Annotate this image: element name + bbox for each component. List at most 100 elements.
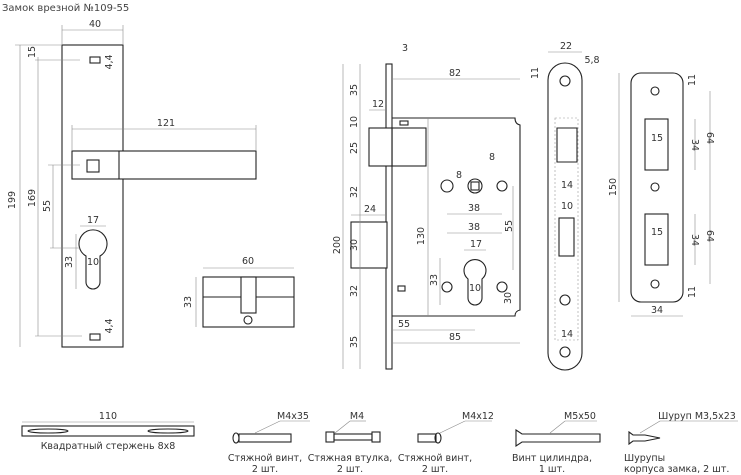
dim-handle-width: 40 xyxy=(89,19,101,30)
latch-bolt xyxy=(368,127,393,167)
dim-screw-top: 4,4 xyxy=(104,54,115,69)
svg-text:1 шт.: 1 шт. xyxy=(539,464,565,475)
screw-m4x12-size: M4х12 xyxy=(462,411,494,422)
dim-38a: 38 xyxy=(468,203,480,214)
dim-10: 10 xyxy=(349,116,360,128)
dim-12: 12 xyxy=(372,99,384,110)
spindle-label: Квадратный стержень 8х8 xyxy=(41,441,176,452)
accessory-sleeve-m4: M4 Стяжная втулка, 2 шт. xyxy=(308,411,393,475)
dim-lever-length: 121 xyxy=(157,118,175,129)
dim-10-face: 10 xyxy=(561,201,573,212)
dim-33: 33 xyxy=(429,274,440,286)
dim-150: 150 xyxy=(608,178,619,196)
dim-cyl-height: 33 xyxy=(64,256,75,268)
dim-11-bottom: 11 xyxy=(687,286,698,298)
screw-m4x35-size: M4х35 xyxy=(277,411,309,422)
dim-130: 130 xyxy=(416,227,427,245)
dim-15a: 15 xyxy=(651,133,663,144)
dim-cylinder-length: 60 xyxy=(242,256,254,267)
latch-opening xyxy=(556,127,578,163)
screw-bottom xyxy=(89,333,101,341)
strike-plate-view: 150 34 11 11 15 15 34 34 64 64 xyxy=(608,72,715,317)
lock-body-view: 200 35 10 25 32 30 32 35 3 82 12 24 130 … xyxy=(332,43,521,370)
bolt-opening xyxy=(558,217,575,257)
dim-slot-10: 10 xyxy=(469,283,481,294)
dim-14a: 14 xyxy=(561,180,573,191)
svg-text:2 шт.: 2 шт. xyxy=(337,464,363,475)
dim-34b: 34 xyxy=(689,234,700,246)
dim-85: 85 xyxy=(449,332,461,343)
dim-55: 55 xyxy=(42,200,53,212)
dim-38b: 38 xyxy=(468,222,480,233)
faceplate-outline xyxy=(547,62,583,371)
drawing-title: Замок врезной №109-55 xyxy=(2,3,129,14)
faceplate-view: 22 5,8 11 14 10 14 xyxy=(530,41,600,371)
dim-top-offset: 15 xyxy=(27,46,38,58)
dim-total-height: 199 xyxy=(7,191,18,209)
dim-32b: 32 xyxy=(349,285,360,297)
lock-case xyxy=(392,117,521,317)
cylinder-hole xyxy=(463,258,487,306)
dim-24: 24 xyxy=(364,204,376,215)
lock-faceplate xyxy=(385,63,393,370)
screw-top xyxy=(89,56,101,64)
cylinder-view: 60 33 xyxy=(183,256,295,328)
accessory-screw-m4x35: M4х35 Стяжной винт, 2 шт. xyxy=(228,411,310,475)
svg-text:2 шт.: 2 шт. xyxy=(422,464,448,475)
dim-screw-spacing: 169 xyxy=(27,189,38,207)
svg-text:Стяжной винт,: Стяжной винт, xyxy=(228,453,302,464)
svg-text:2 шт.: 2 шт. xyxy=(252,464,278,475)
spindle-square xyxy=(86,159,100,173)
dim-82: 82 xyxy=(449,68,461,79)
dim-35-top: 35 xyxy=(349,84,360,96)
dim-11-face: 11 xyxy=(530,67,541,79)
dead-bolt xyxy=(350,221,388,269)
handle-plate xyxy=(61,44,124,348)
cylinder-cutout xyxy=(78,229,108,290)
dim-14b: 14 xyxy=(561,329,573,340)
dim-64b: 64 xyxy=(704,230,715,242)
dim-25: 25 xyxy=(349,142,360,154)
screw-m5x50-size: M5х50 xyxy=(564,411,596,422)
dim-30: 30 xyxy=(349,239,360,251)
accessory-wood-screw: Шуруп М3,5х23 Шурупы корпуса замка, 2 шт… xyxy=(624,411,738,475)
spindle-length: 110 xyxy=(99,411,117,422)
svg-text:Стяжной винт,: Стяжной винт, xyxy=(398,453,472,464)
svg-text:Стяжная втулка,: Стяжная втулка, xyxy=(308,453,393,464)
cylinder-cam xyxy=(240,276,257,314)
strike-plate-outline xyxy=(630,72,684,303)
dim-17: 17 xyxy=(470,239,482,250)
dim-3: 3 xyxy=(402,43,408,54)
dim-backset-55: 55 xyxy=(398,319,410,330)
dim-30-hole: 30 xyxy=(503,292,514,304)
dim-11-top: 11 xyxy=(687,74,698,86)
sleeve-m4-size: M4 xyxy=(350,411,364,422)
dim-34a: 34 xyxy=(689,139,700,151)
dim-screw-bottom: 4,4 xyxy=(104,318,115,333)
svg-text:корпуса замка, 2 шт.: корпуса замка, 2 шт. xyxy=(624,464,729,475)
handle-lever xyxy=(71,150,257,180)
dim-64a: 64 xyxy=(704,132,715,144)
dim-cyl-slot: 10 xyxy=(87,257,99,268)
dim-square-8: 8 xyxy=(489,152,495,163)
dim-200: 200 xyxy=(332,236,343,254)
dim-5-8: 5,8 xyxy=(584,55,599,66)
spindle-hole xyxy=(470,181,480,191)
accessory-spindle: 110 Квадратный стержень 8х8 xyxy=(21,411,195,452)
dim-55-vert: 55 xyxy=(504,220,515,232)
dim-15b: 15 xyxy=(651,227,663,238)
dim-35-bottom: 35 xyxy=(349,336,360,348)
svg-text:Шурупы: Шурупы xyxy=(624,453,665,464)
dim-22: 22 xyxy=(560,41,572,52)
handle-view: 40 121 199 169 15 55 17 33 10 4,4 4,4 xyxy=(7,19,257,348)
dim-cylinder-height: 33 xyxy=(183,296,194,308)
dim-hole-8: 8 xyxy=(456,170,462,181)
dim-cyl-width: 17 xyxy=(87,215,99,226)
dim-32a: 32 xyxy=(349,186,360,198)
wood-screw-size: Шуруп М3,5х23 xyxy=(658,411,736,422)
dim-34-width: 34 xyxy=(651,305,663,316)
accessory-screw-m5x50: M5х50 Винт цилиндра, 1 шт. xyxy=(512,411,601,475)
accessory-screw-m4x12: M4х12 Стяжной винт, 2 шт. xyxy=(398,411,494,475)
